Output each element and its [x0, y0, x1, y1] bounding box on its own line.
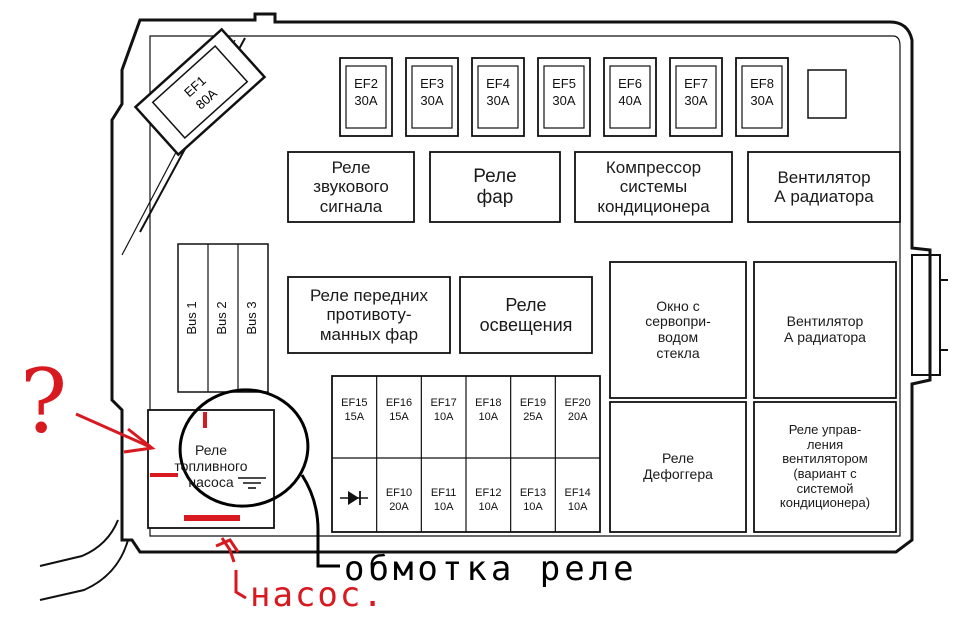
relay-headlight-box	[429, 151, 561, 223]
top-fuse-inner	[543, 65, 585, 129]
mid-fuse-label-ef19: EF19 25A	[519, 397, 547, 424]
question-mark-annotation: ?	[20, 350, 68, 453]
top-fuse-inner	[609, 65, 651, 129]
bus-1-label: Bus 1	[184, 301, 199, 335]
top-fuse-inner	[477, 65, 519, 129]
red-arrow	[75, 412, 149, 448]
fan-control-relay-label: Реле управ- ления вентилятором (вариант …	[779, 422, 871, 511]
defogger-relay-box	[609, 401, 747, 533]
relay-horn-box	[287, 151, 415, 223]
winding-caption: обмотка реле	[344, 549, 638, 589]
relay-lighting-box	[459, 276, 593, 354]
ground-symbol	[238, 477, 266, 489]
mid-fuse-label-ef12: EF12 10A	[475, 487, 502, 514]
relay-horn-label: Реле звукового сигнала	[313, 158, 389, 216]
top-fuse-label-ef8: EF8 30A	[750, 76, 774, 108]
right-bracket	[911, 254, 941, 376]
mid-fuse-label-ef15: EF15 15A	[341, 397, 368, 424]
red-arrow-head	[123, 427, 156, 454]
mid-fuse-label-ef11: EF11 10A	[430, 487, 457, 514]
top-fuse-label-ef2: EF2 30A	[354, 76, 378, 108]
top-fuse-inner	[411, 65, 453, 129]
bus-3-label: Bus 3	[244, 301, 259, 335]
wire	[39, 539, 129, 601]
fan-relay-top-label: Вентилятор А радиатора	[774, 167, 874, 206]
winding-leader-line	[300, 474, 340, 568]
fuel-pump-relay-label: Реле топливного насоса	[174, 442, 248, 490]
fuel-pump-relay-box	[147, 409, 275, 529]
defogger-relay-label: Реле Дефоггера	[643, 450, 713, 482]
top-fuse-label-ef5: EF5 30A	[552, 76, 576, 108]
relay-compressor-label: Компрессор системы кондиционера	[597, 158, 710, 216]
mid-fuse-label-ef14: EF14 10A	[564, 487, 591, 514]
mid-fuse-label-ef17: EF17 10A	[430, 397, 457, 424]
relay-compressor-box	[574, 151, 733, 223]
relay-fog-box	[287, 276, 451, 354]
mid-fuse-label-ef18: EF18 10A	[475, 397, 502, 424]
top-fuse-inner	[345, 65, 387, 129]
mid-fuse-dividers	[376, 376, 556, 532]
fuse-ef1: EF1 80A	[133, 27, 267, 157]
relay-lighting-label: Реле освещения	[479, 294, 573, 335]
mid-fuse-label-ef20: EF20 20A	[564, 397, 591, 424]
pump-caption: насос.	[250, 575, 385, 615]
relay-fog-label: Реле передних противоту- манных фар	[309, 286, 429, 344]
mid-fuse-label-ef13: EF13 10A	[519, 487, 547, 514]
mid-fuse-label-ef16: EF16 15A	[385, 397, 413, 424]
mid-fuse-label-ef10: EF10 20A	[385, 487, 413, 514]
fan-relay-right-box	[753, 261, 897, 399]
fuse-box-housing	[110, 12, 932, 554]
top-fuse-label-ef4: EF4 30A	[486, 76, 510, 108]
fan-relay-top-box	[747, 151, 901, 223]
power-window-label: Окно с сервопри- водом стекла	[645, 297, 711, 361]
top-fuse-label-ef6: EF6 40A	[618, 76, 642, 108]
coil-highlight-ellipse	[178, 388, 310, 508]
relay-headlight-label: Реле фар	[473, 165, 517, 208]
top-fuse-inner	[675, 65, 717, 129]
wire	[39, 519, 119, 567]
diode-symbol	[340, 491, 368, 505]
bus-2-label: Bus 2	[214, 301, 229, 335]
top-fuse-inner	[741, 65, 783, 129]
top-fuse-row	[339, 57, 789, 137]
empty-fuse-slot	[807, 69, 847, 119]
red-pump-leader-head	[215, 538, 240, 553]
red-pump-leader-2	[234, 570, 247, 600]
fuse-box-inner-border	[149, 35, 901, 537]
power-window-box	[609, 261, 747, 399]
fan-control-relay-box	[753, 401, 897, 533]
fan-relay-right-label: Вентилятор А радиатора	[784, 313, 866, 345]
top-fuse-label-ef7: EF7 30A	[684, 76, 708, 108]
top-fuse-label-ef3: EF3 30A	[420, 76, 444, 108]
